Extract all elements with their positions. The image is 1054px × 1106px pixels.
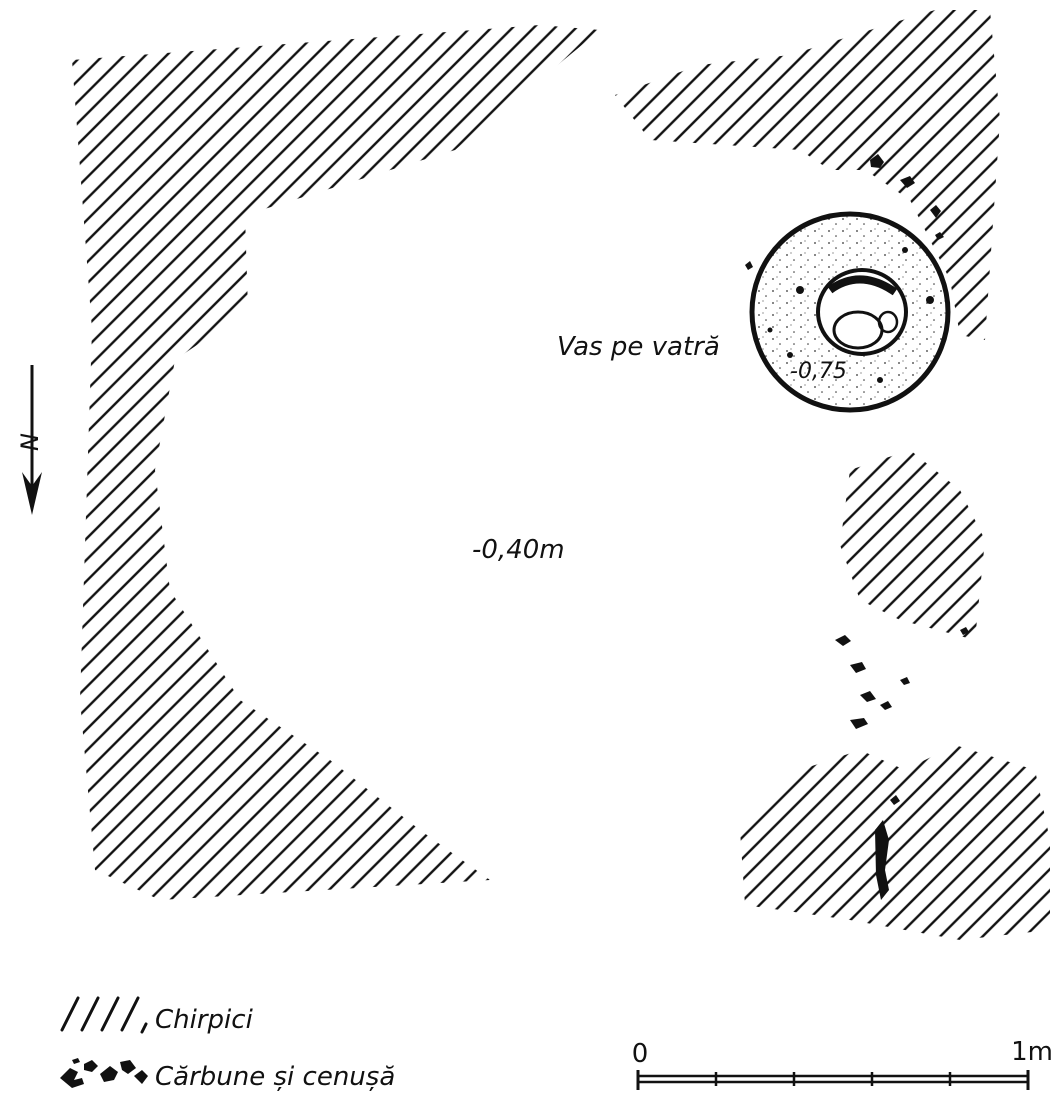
scale-bar-end-label: 1m (1011, 1037, 1053, 1067)
daub-area-northeast (615, 10, 1000, 340)
legend-daub-label: Chirpici (155, 1005, 254, 1035)
legend-charcoal: Cărbune și cenușă (60, 1058, 395, 1092)
daub-area-southeast (740, 745, 1050, 940)
legend-charcoal-label: Cărbune și cenușă (155, 1062, 395, 1092)
legend-daub: Chirpici (60, 996, 254, 1035)
north-label: N (16, 433, 44, 451)
daub-swatch-icon (60, 996, 148, 1034)
floor-depth-label: -0,40m (472, 535, 565, 565)
daub-area-east (840, 450, 985, 640)
scale-bar (636, 1070, 1030, 1090)
hearth-depth-label: -0,75 (790, 359, 847, 384)
north-arrow-icon (22, 365, 42, 515)
hearth-vessel-label: Vas pe vatră (557, 332, 720, 362)
charcoal-ash-marks (745, 154, 969, 900)
vessel-on-hearth (816, 268, 908, 356)
scale-bar-start-label: 0 (632, 1039, 649, 1069)
daub-area-west (72, 25, 600, 900)
charcoal-swatch-icon (60, 1058, 148, 1088)
